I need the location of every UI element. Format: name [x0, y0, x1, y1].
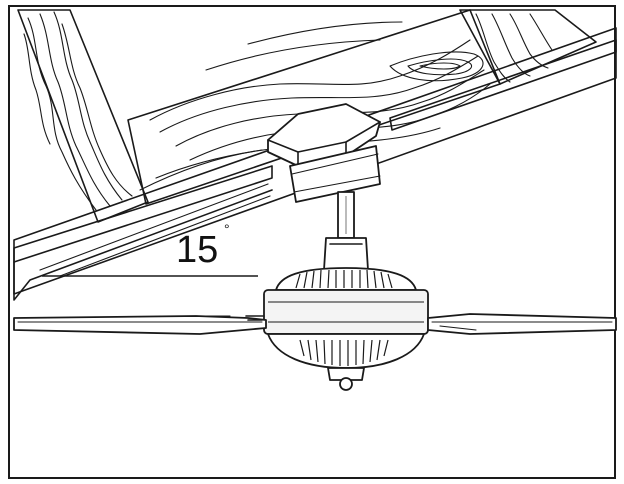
- ceiling-strips: [13, 39, 617, 301]
- fan-blade-right: [427, 313, 617, 335]
- angle-indicator: 15 °: [42, 221, 258, 277]
- angle-value-label: 15: [176, 229, 218, 271]
- diagram-frame: [8, 5, 616, 479]
- fan-downrod: [337, 191, 355, 239]
- angle-unit-label: °: [224, 221, 230, 237]
- finial-cap: [339, 377, 353, 391]
- fan-motor-housing: [263, 237, 429, 391]
- fan-canopy: [267, 103, 381, 203]
- motor-vent-grille-bottom: [299, 339, 389, 366]
- fan-blade-left: [13, 315, 267, 335]
- vertical-beam-left: [17, 9, 149, 223]
- motor-vent-grille-top: [295, 269, 393, 289]
